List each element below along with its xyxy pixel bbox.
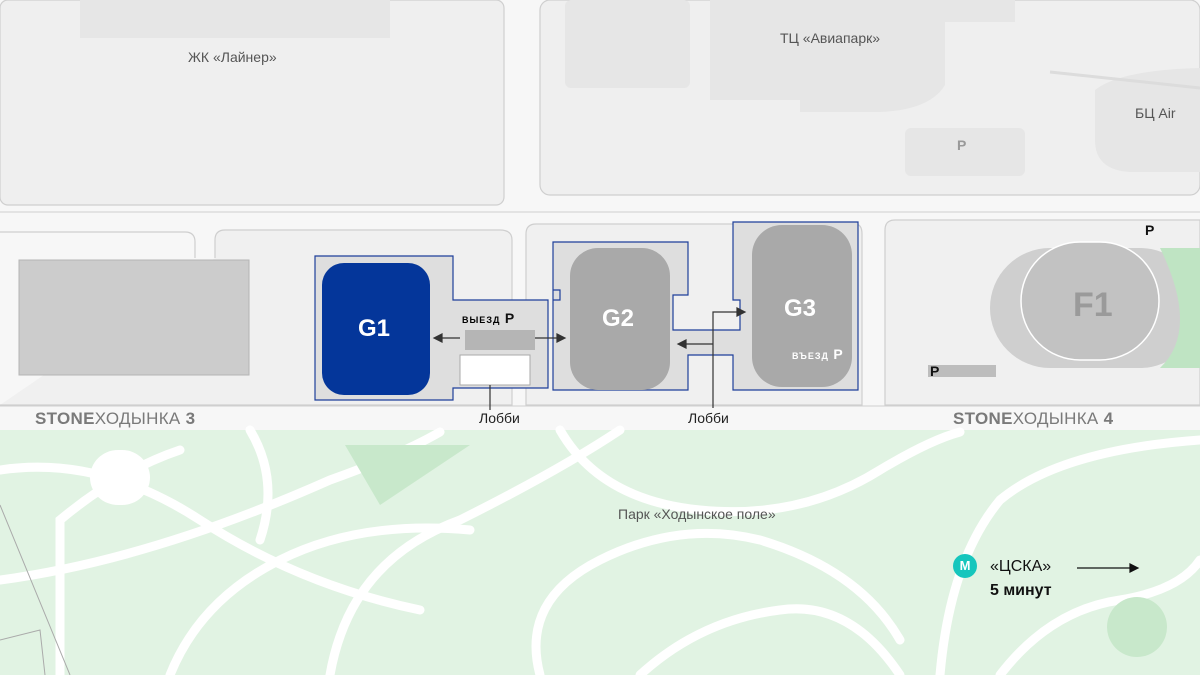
sign-khodynka4: STONEХОДЫНКА 4	[953, 409, 1114, 428]
building-g2	[570, 248, 670, 390]
parking-icon: P	[504, 310, 515, 326]
park-triangle	[345, 445, 470, 505]
label-liner: ЖК «Лайнер»	[188, 49, 277, 65]
building-g3	[752, 225, 852, 387]
parking-f1-bottom-icon: P	[930, 363, 940, 379]
entry-g3: ВЪЕЗД P	[792, 346, 843, 364]
label-g3[interactable]: G3	[784, 295, 817, 322]
metro-station[interactable]: «ЦСКА»	[990, 558, 1052, 575]
label-g2[interactable]: G2	[602, 305, 635, 332]
building-f1	[1020, 241, 1160, 361]
label-aviapark: ТЦ «Авиапарк»	[780, 30, 881, 46]
parking-air	[905, 128, 1025, 176]
f1-green	[1160, 248, 1200, 368]
parking-f1	[928, 365, 996, 377]
label-g1[interactable]: G1	[358, 315, 391, 342]
sign-khodynka3: STONEХОДЫНКА 3	[35, 409, 196, 428]
building-bc-air	[1095, 68, 1200, 172]
label-f1[interactable]: F1	[1073, 286, 1113, 324]
park-circle	[1107, 597, 1167, 657]
exit-g1: ВЫЕЗД P	[462, 310, 514, 328]
exit-g1-label: ВЫЕЗД	[462, 315, 501, 325]
parking-f1-top-icon: P	[1145, 222, 1155, 238]
metro-icon: M	[953, 554, 977, 578]
label-lobby-left: Лобби	[479, 410, 520, 426]
metro-time: 5 минут	[990, 582, 1052, 599]
park-area	[0, 430, 1200, 675]
parking-icon: P	[833, 346, 843, 362]
building-aviapark-b	[710, 0, 1015, 112]
label-bc-air: БЦ Air	[1135, 105, 1176, 121]
lobby-bridge	[465, 330, 535, 350]
block-liner	[0, 0, 505, 206]
parking-air-icon: P	[957, 137, 967, 153]
park-fountain	[90, 450, 150, 505]
lobby-box	[459, 354, 531, 386]
label-park: Парк «Ходынское поле»	[618, 506, 776, 522]
entry-g3-label: ВЪЕЗД	[792, 351, 829, 361]
building-aviapark-a	[565, 0, 690, 88]
label-lobby-right: Лобби	[688, 410, 729, 426]
building-g1	[322, 263, 430, 395]
building-liner	[80, 0, 390, 38]
block-khodynka3-left	[18, 259, 250, 376]
